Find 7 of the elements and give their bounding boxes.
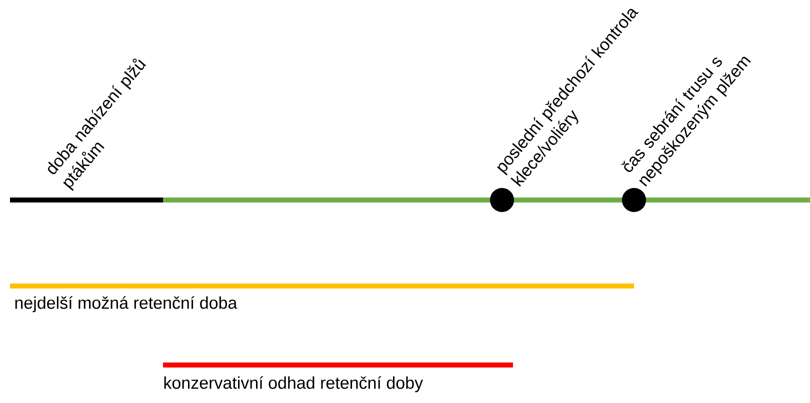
- time-bar: [163, 362, 513, 368]
- timeline-dot: [622, 188, 646, 212]
- time-bar: [10, 284, 634, 288]
- timeline-dot: [490, 188, 514, 212]
- bar-label: nejdelší možná retenční doba: [15, 296, 238, 312]
- bar-label: konzervativní odhad retenční doby: [164, 376, 424, 392]
- time-bar: [10, 198, 163, 202]
